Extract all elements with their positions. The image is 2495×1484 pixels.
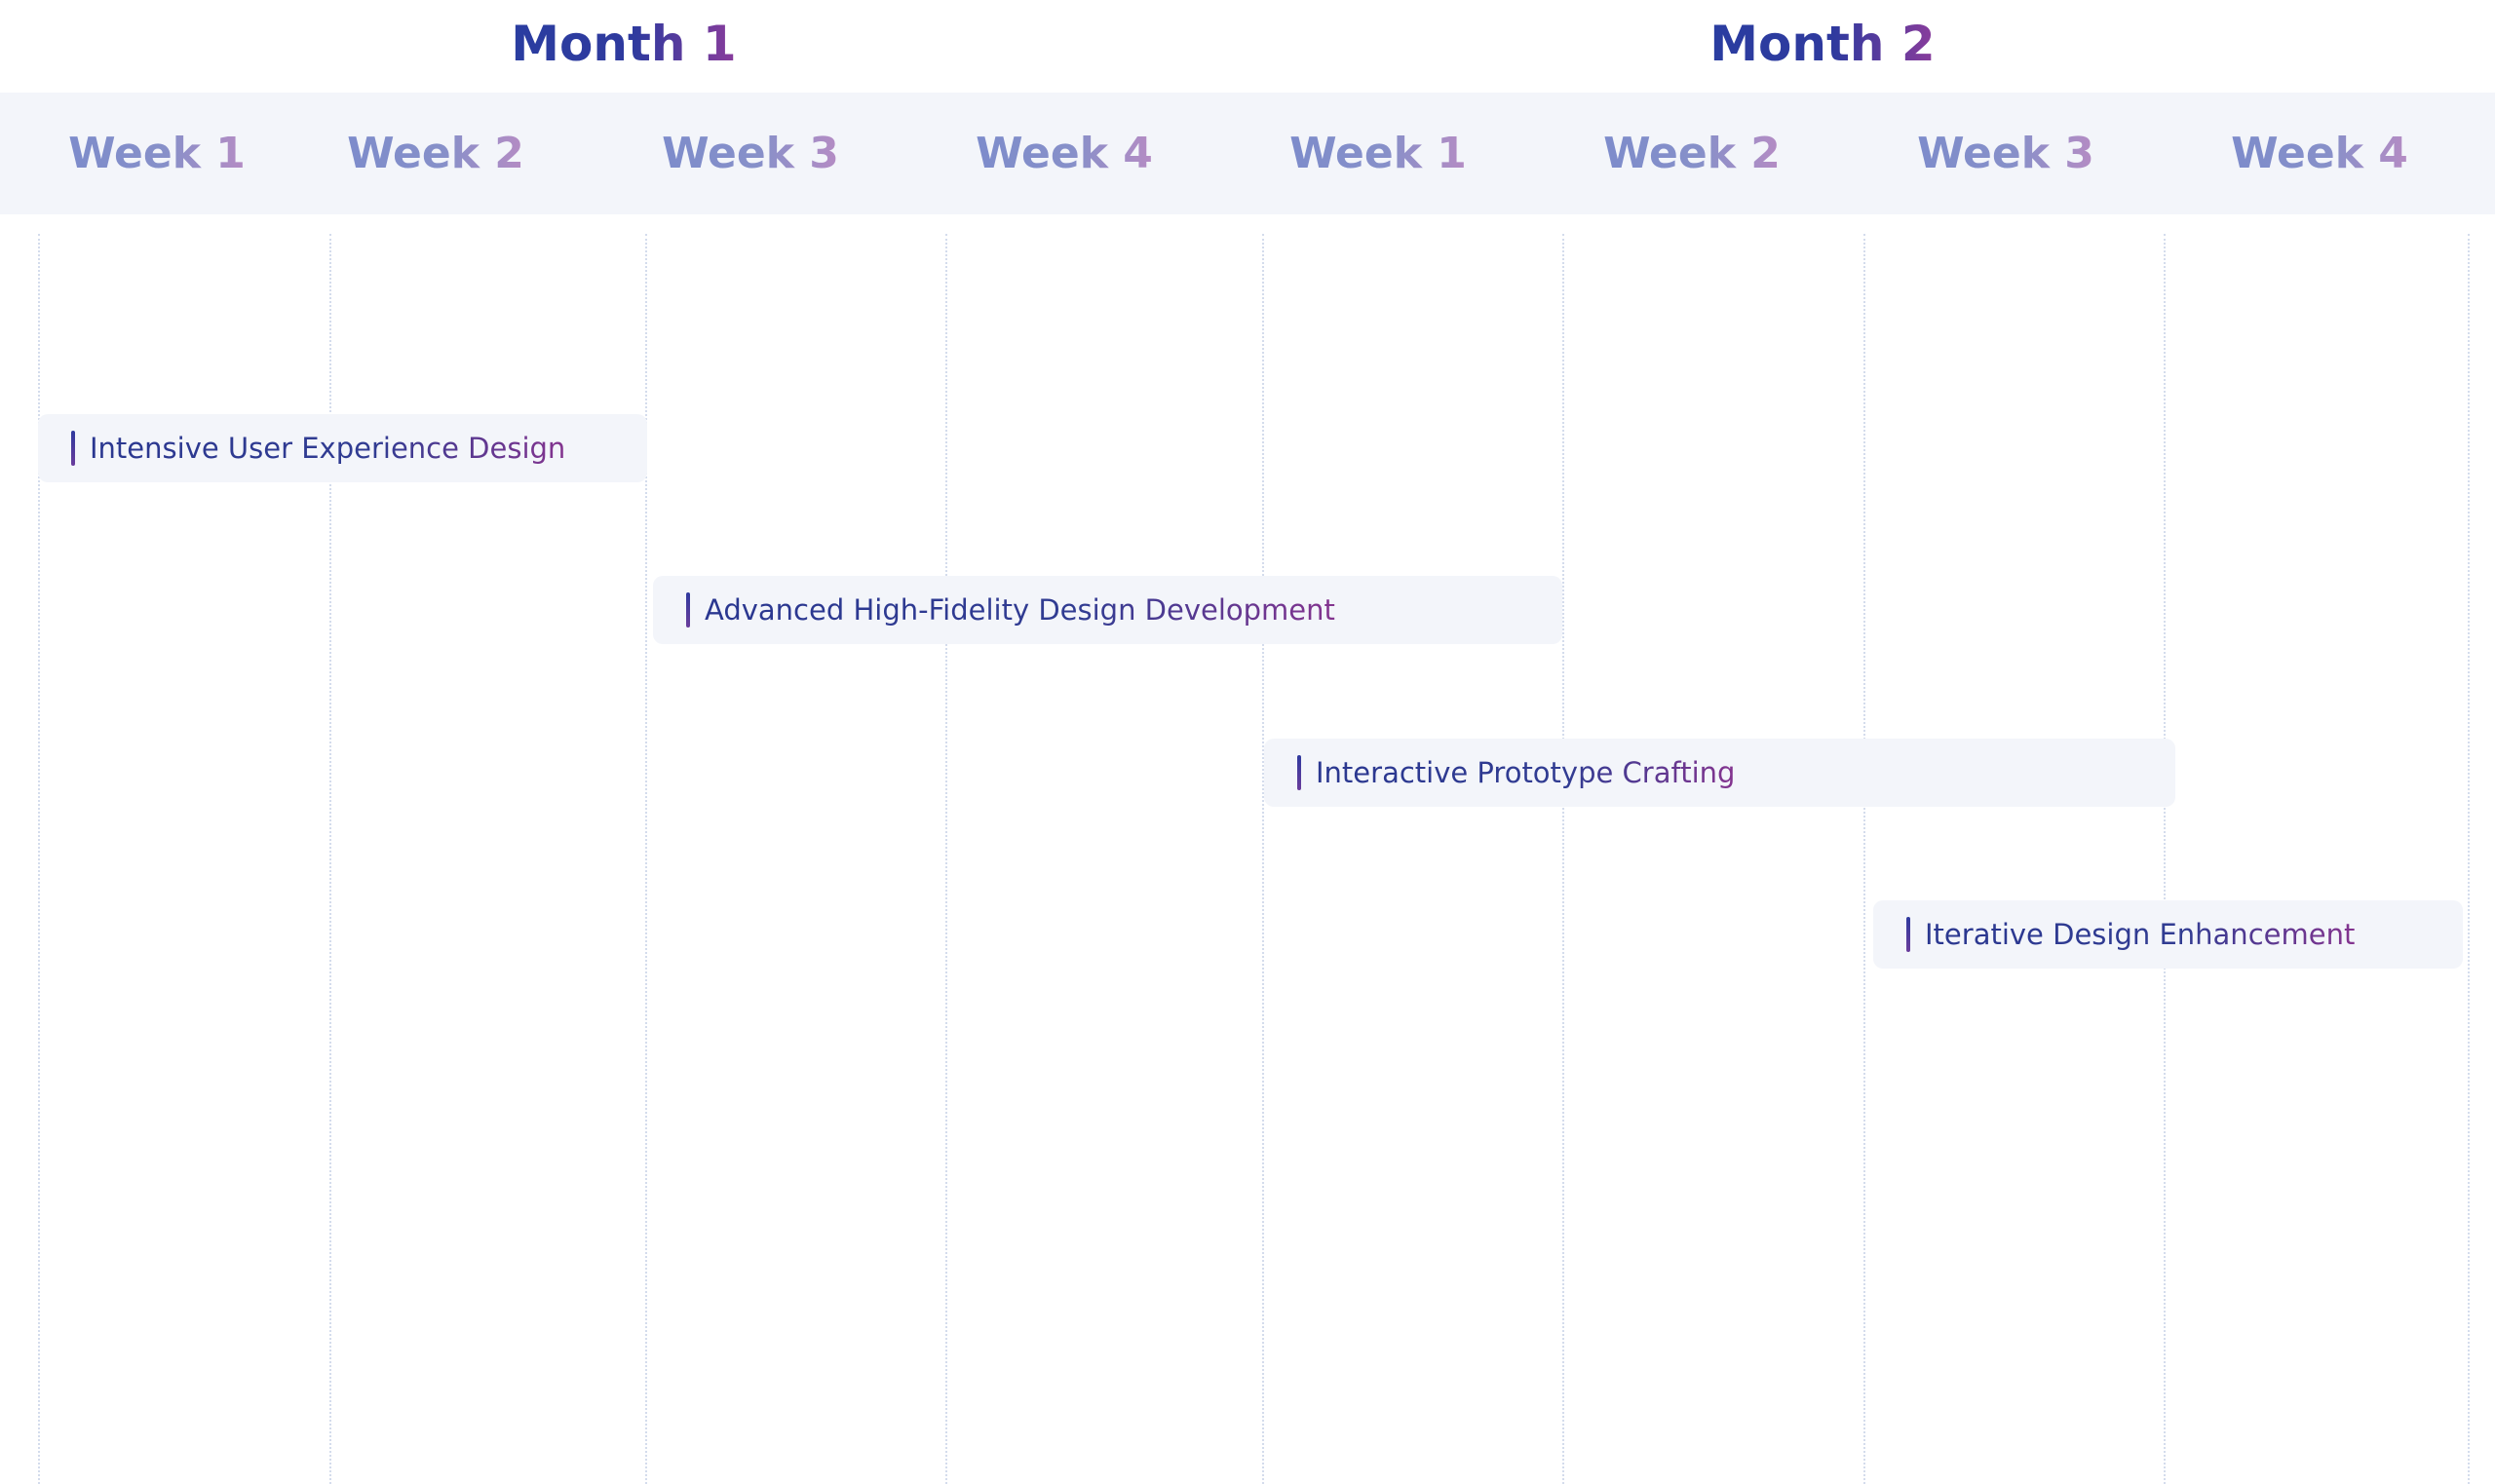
week-grid-line [945,234,947,1484]
task-bar-3[interactable]: Interactive Prototype Crafting [1264,739,2175,807]
task-marker [1297,755,1301,790]
week-grid-line [645,234,647,1484]
week-header: Week 1 [0,93,314,214]
task-marker [686,592,690,628]
week-grid-line [1562,234,1564,1484]
month-header-row: Month 1 Month 2 [0,0,2495,93]
week-grid-line [2164,234,2166,1484]
task-marker [1906,917,1910,952]
week-header-row: Week 1 Week 2 Week 3 Week 4 Week 1 Week … [0,93,2495,214]
task-bar-1[interactable]: Intensive User Experience Design [38,414,647,482]
week-grid-line [1863,234,1865,1484]
month-header-1: Month 1 [0,0,1248,93]
week-header: Week 2 [279,93,593,214]
week-header: Week 4 [907,93,1221,214]
week-header: Week 3 [594,93,907,214]
task-label: Intensive User Experience Design [90,429,565,468]
week-grid-line [2468,234,2470,1484]
week-grid-line [329,234,331,1484]
week-header: Week 3 [1849,93,2163,214]
month-header-2: Month 2 [1199,0,2446,93]
week-header: Week 2 [1535,93,1849,214]
task-bar-2[interactable]: Advanced High-Fidelity Design Developmen… [653,576,1562,644]
week-header: Week 4 [2163,93,2476,214]
task-bar-4[interactable]: Iterative Design Enhancement [1873,900,2463,969]
month-title: Month 1 [511,14,736,80]
month-title: Month 2 [1709,14,1935,80]
task-label: Iterative Design Enhancement [1925,915,2355,954]
week-grid-line [1262,234,1264,1484]
task-label: Interactive Prototype Crafting [1316,753,1735,792]
week-grid-line [38,234,40,1484]
task-marker [71,431,75,466]
task-label: Advanced High-Fidelity Design Developmen… [705,590,1335,629]
week-header: Week 1 [1221,93,1535,214]
